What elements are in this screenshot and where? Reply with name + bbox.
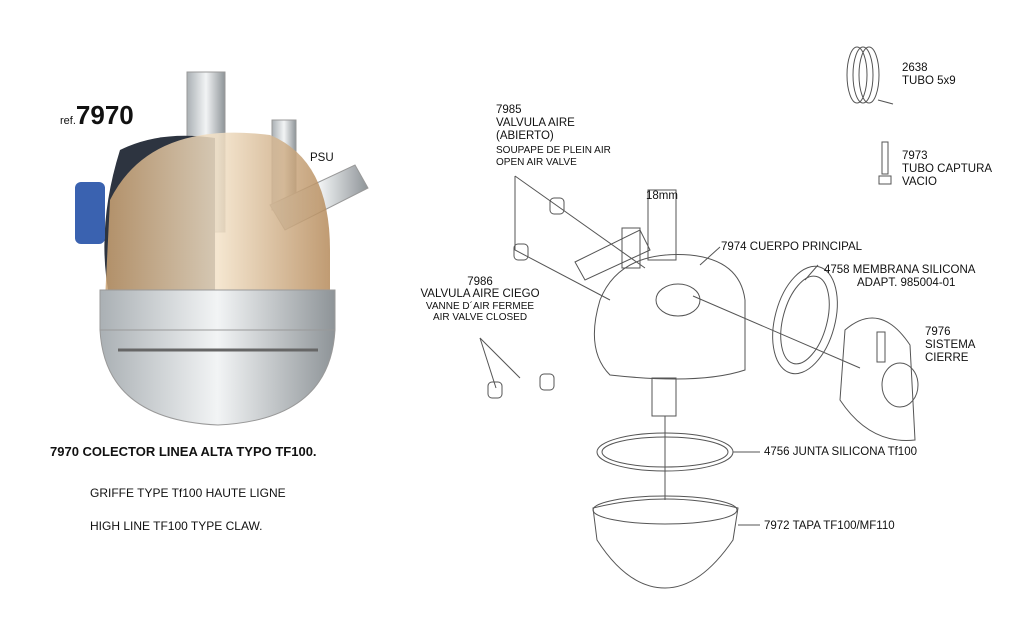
part-code: 7973: [902, 150, 928, 162]
part-name: CIERRE: [925, 352, 969, 364]
part-7974-label: 7974 CUERPO PRINCIPAL: [721, 241, 863, 253]
ref-prefix: ref.: [60, 115, 76, 127]
product-subtitle-fr: GRIFFE TYPE Tf100 HAUTE LIGNE: [90, 486, 286, 500]
part-name-fr: VANNE D´AIR FERMEE: [425, 301, 535, 312]
part-name: TUBO 5x9: [902, 75, 956, 87]
product-subtitle-en: HIGH LINE TF100 TYPE CLAW.: [90, 519, 263, 533]
ref-number: 7970: [75, 100, 134, 130]
part-7986-label: 7986 VALVULA AIRE CIEGO VANNE D´AIR FERM…: [400, 276, 560, 323]
part-code: 2638: [902, 62, 928, 74]
part-name: VALVULA AIRE CIEGO: [420, 288, 540, 300]
part-name: ADAPT. 985004-01: [857, 277, 956, 289]
part-name-en: OPEN AIR VALVE: [496, 157, 577, 168]
part-name-fr: SOUPAPE DE PLEIN AIR: [496, 145, 611, 156]
part-name: (ABIERTO): [496, 130, 554, 142]
closing-system-drawing: [839, 317, 919, 441]
membrane-ring-drawing: [772, 265, 838, 375]
part-7972-label: 7972 TAPA TF100/MF110: [764, 520, 895, 532]
part-code: 7976: [925, 326, 951, 338]
part-name: SISTEMA: [925, 339, 976, 351]
tube-coil-icon: [846, 46, 894, 105]
reference-number: ref.7970: [60, 100, 134, 131]
main-body-drawing: [574, 189, 861, 417]
part-4756-label: 4756 JUNTA SILICONA Tf100: [764, 446, 917, 458]
product-title: 7970 COLECTOR LINEA ALTA TYPO TF100.: [50, 444, 317, 459]
part-name: TUBO CAPTURA: [902, 163, 993, 175]
vacuum-tube-icon: [878, 141, 892, 185]
part-name-en: AIR VALVE CLOSED: [432, 312, 528, 323]
leader-lines: [664, 246, 819, 526]
part-code: 7985: [496, 104, 522, 116]
part-code: 7986: [467, 276, 493, 288]
part-name: 4758 MEMBRANA SILICONA: [824, 264, 976, 276]
air-valve-parts: [479, 175, 646, 399]
dimension-label: 18mm: [646, 190, 678, 202]
part-name: VALVULA AIRE: [496, 117, 575, 129]
psu-label: PSU: [310, 152, 334, 164]
part-name: VACIO: [902, 176, 937, 188]
cover-drawing: [592, 495, 739, 589]
